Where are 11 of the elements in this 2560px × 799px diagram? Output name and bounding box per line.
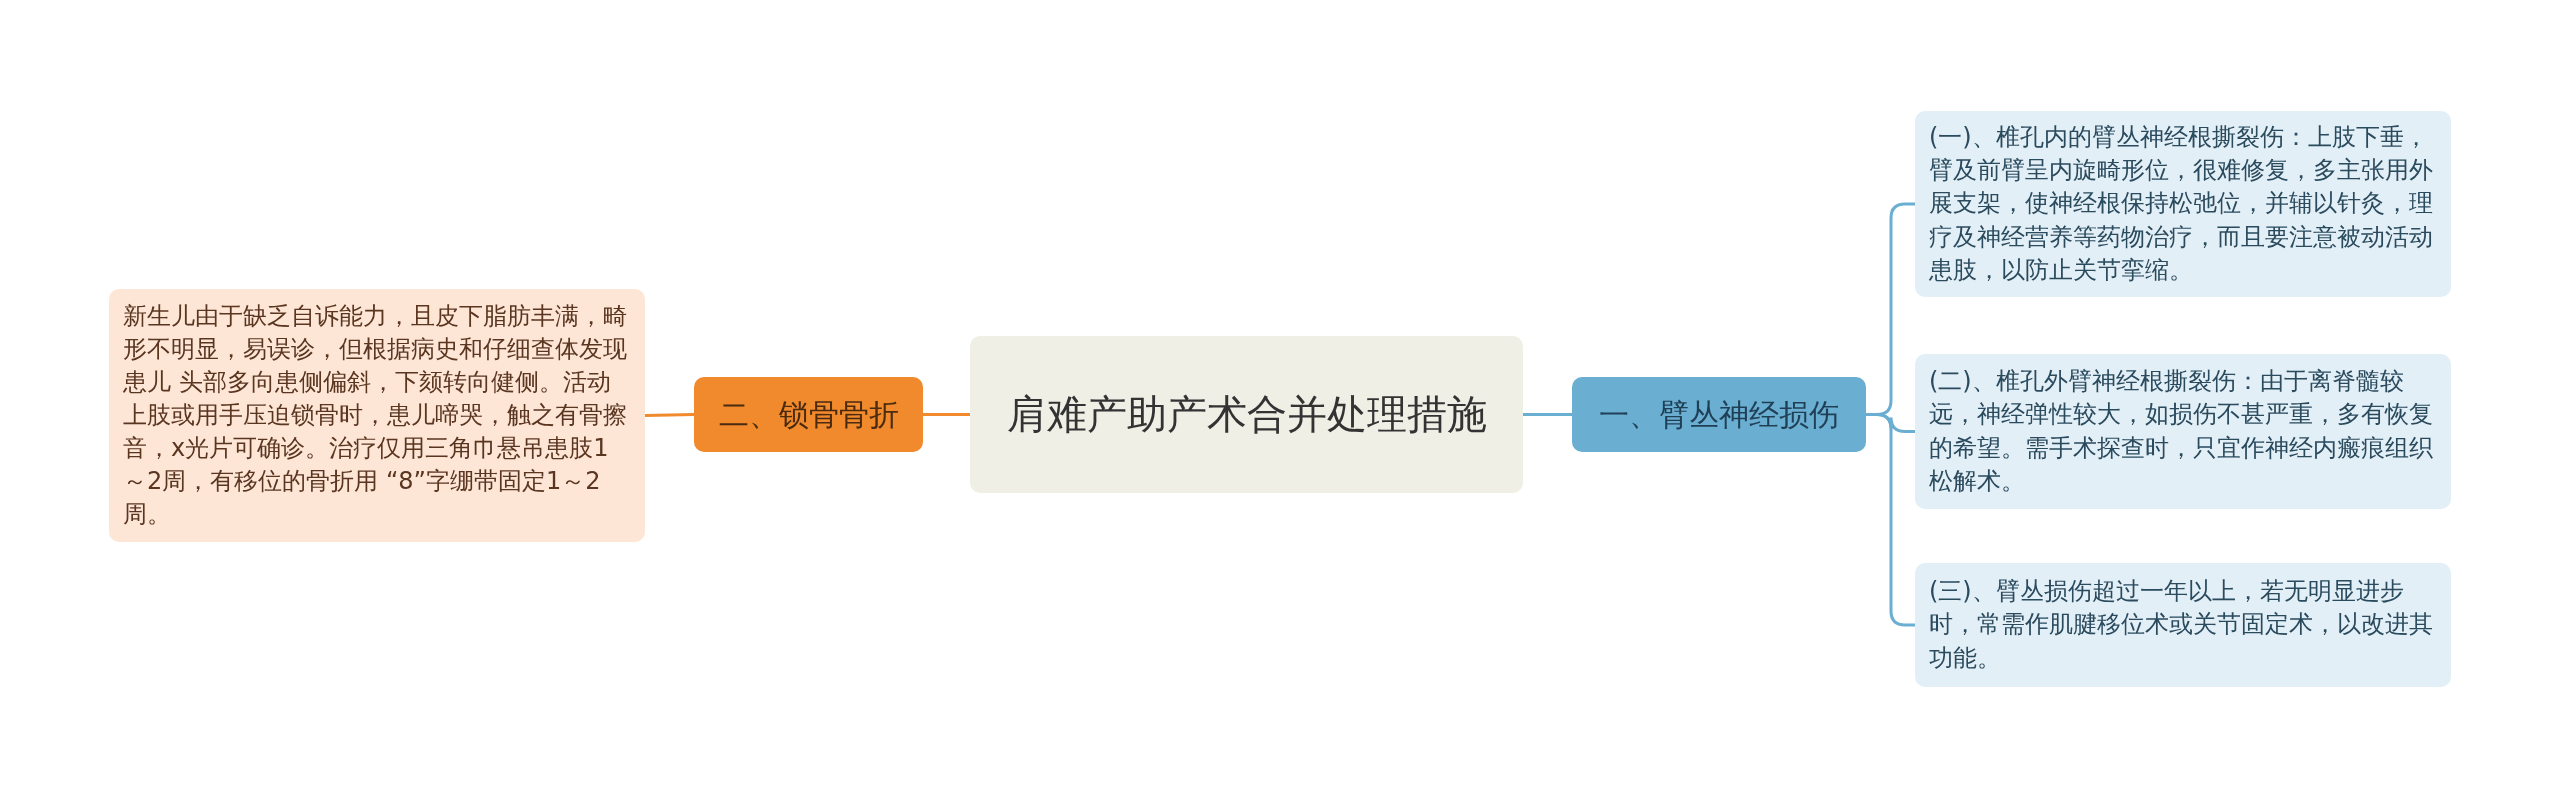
detail-box: (一)、椎孔内的臂丛神经根撕裂伤：上肢下垂，臂及前臂呈内旋畸形位，很难修复，多主张用外展支架，使神经根保持松弛位，并辅以针灸，理疗及神经营养等药物治疗，而且要注意被动活动患肢，以防止关节挛缩。	[1915, 111, 2451, 297]
connector-line	[1866, 413, 1915, 627]
connector-line	[923, 413, 970, 416]
central-topic-box: 肩难产助产术合并处理措施	[970, 336, 1523, 493]
detail-box: (二)、椎孔外臂神经根撕裂伤：由于离脊髓较远，神经弹性较大，如损伤不甚严重，多有恢复的希望。需手术探查时，只宜作神经内瘢痕组织松解术。	[1915, 354, 2451, 509]
detail-box: 新生儿由于缺乏自诉能力，且皮下脂肪丰满，畸形不明显，易误诊，但根据病史和仔细查体发现患儿 头部多向患侧偏斜，下颏转向健侧。活动上肢或用手压迫锁骨时，患儿啼哭，触之有骨擦音，x光片可确诊。治疗仅用三角巾悬吊患肢1～2周，有移位的骨折用 “8”字绷带固定1～2周。	[109, 289, 645, 542]
branch-box: 一、臂丛神经损伤	[1572, 377, 1866, 452]
branch-box: 二、锁骨骨折	[694, 377, 923, 452]
connector-line	[1523, 413, 1572, 416]
connector-line	[644, 413, 695, 417]
detail-box: (三)、臂丛损伤超过一年以上，若无明显进步时，常需作肌腱移位术或关节固定术，以改进其功能。	[1915, 563, 2451, 687]
